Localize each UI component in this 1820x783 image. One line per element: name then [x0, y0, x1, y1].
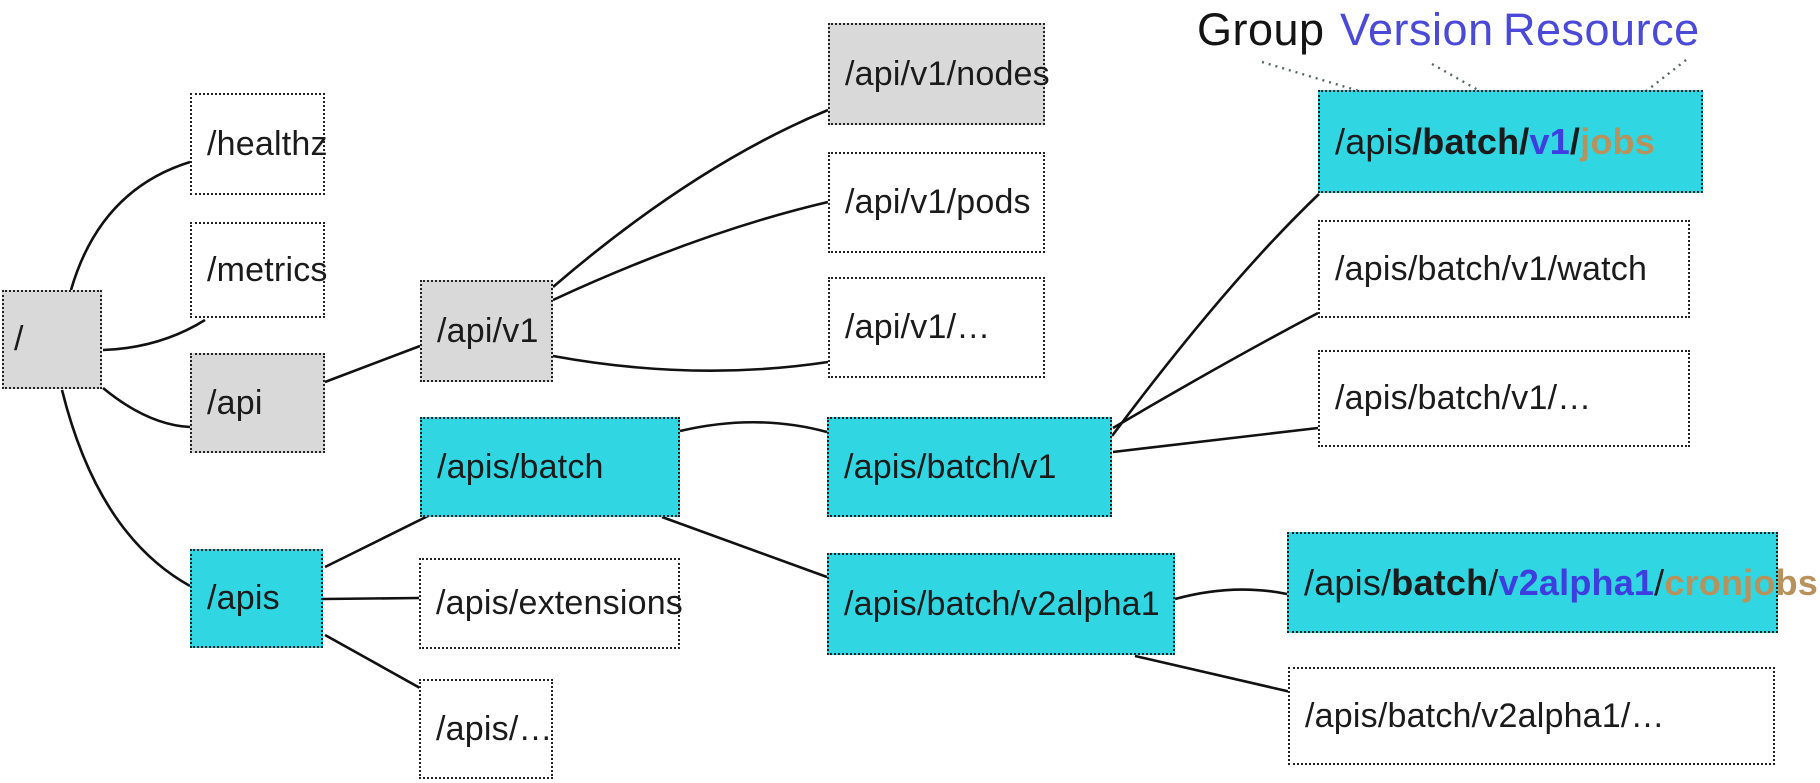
cronjobs-path-prefix: /apis/	[1304, 561, 1392, 603]
node-apis-batch-label: /apis/batch	[437, 447, 604, 486]
jobs-path-prefix: /apis	[1335, 120, 1413, 162]
node-apis-batch-v1-watch-label: /apis/batch/v1/watch	[1335, 249, 1648, 288]
node-api-v1-nodes-label: /api/v1/nodes	[845, 54, 1050, 93]
legend-resource-label: Resource	[1503, 4, 1700, 55]
node-healthz-label: /healthz	[207, 124, 328, 163]
jobs-path-group: /batch/	[1412, 120, 1530, 162]
node-apis-batch-v2alpha1: /apis/batch/v2alpha1	[827, 553, 1175, 655]
legend-version-label: Version	[1340, 4, 1494, 55]
node-api-v1-more: /api/v1/…	[828, 277, 1045, 378]
node-apis-batch-v1-more: /apis/batch/v1/…	[1318, 350, 1690, 447]
jobs-path-separator: /	[1569, 120, 1581, 162]
legend-group-label: Group	[1197, 4, 1325, 55]
node-apis-batch-v2alpha1-cronjobs: /apis/batch/v2alpha1/cronjobs	[1287, 532, 1818, 633]
node-apis-more-label: /apis/…	[436, 709, 553, 748]
node-apis-extensions-label: /apis/extensions	[436, 584, 684, 622]
node-api-v1-nodes: /api/v1/nodes	[828, 23, 1050, 125]
node-healthz: /healthz	[190, 93, 328, 195]
node-apis-batch-v1-more-label: /apis/batch/v1/…	[1335, 379, 1592, 417]
cronjobs-path-version: v2alpha1	[1498, 561, 1655, 603]
node-root-label: /	[14, 320, 24, 358]
node-apis-batch-v2alpha1-label: /apis/batch/v2alpha1	[844, 584, 1160, 623]
cronjobs-path-separator-1: /	[1488, 561, 1499, 603]
node-root: /	[2, 290, 102, 389]
node-api-v1-pods-label: /api/v1/pods	[845, 183, 1031, 221]
node-api-label: /api	[207, 383, 263, 422]
node-api: /api	[190, 353, 325, 453]
node-metrics-label: /metrics	[207, 250, 328, 289]
node-apis-batch-v1-watch: /apis/batch/v1/watch	[1318, 220, 1690, 318]
node-apis-batch-v1-label: /apis/batch/v1	[844, 447, 1057, 486]
node-apis-batch-v1: /apis/batch/v1	[827, 417, 1112, 517]
node-apis: /apis	[190, 549, 323, 648]
node-api-v1-label: /api/v1	[437, 311, 539, 350]
node-apis-more: /apis/…	[419, 679, 553, 779]
node-metrics: /metrics	[190, 222, 328, 318]
cronjobs-path-resource: cronjobs	[1664, 561, 1818, 603]
node-api-v1-pods: /api/v1/pods	[828, 152, 1045, 253]
node-apis-label: /apis	[207, 579, 280, 617]
node-apis-batch-v2alpha1-more-label: /apis/batch/v2alpha1/…	[1305, 696, 1665, 735]
jobs-path-version: v1	[1529, 120, 1570, 162]
cronjobs-path-separator-2: /	[1654, 561, 1665, 603]
jobs-path-resource: jobs	[1580, 120, 1655, 162]
node-apis-batch-v2alpha1-more: /apis/batch/v2alpha1/…	[1288, 667, 1775, 765]
node-apis-batch: /apis/batch	[420, 417, 680, 517]
tree-edges	[60, 108, 1320, 694]
node-apis-extensions: /apis/extensions	[419, 558, 684, 649]
node-api-v1: /api/v1	[420, 280, 553, 382]
cronjobs-path-group: batch	[1391, 561, 1489, 603]
node-api-v1-more-label: /api/v1/…	[845, 308, 991, 346]
node-apis-batch-v1-jobs: /apis/batch/v1/jobs	[1318, 90, 1703, 193]
